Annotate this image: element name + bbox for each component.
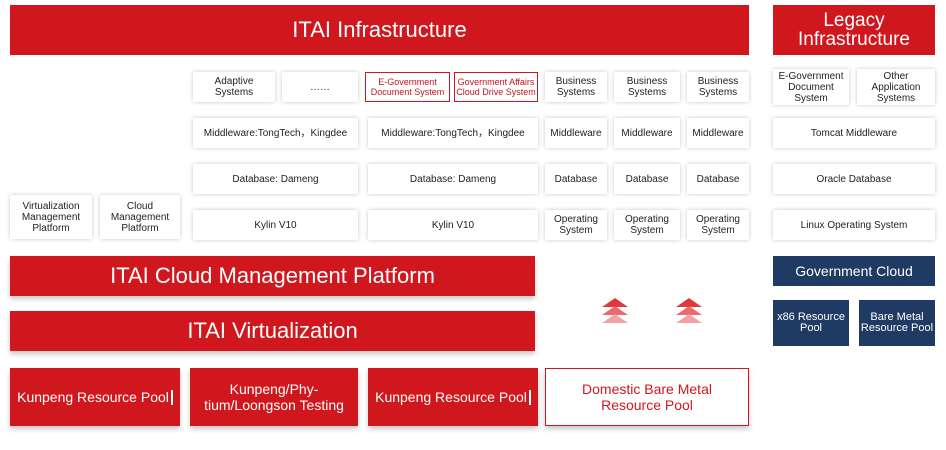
database-b: Database: Dameng	[368, 164, 538, 194]
legacy-app-other-application-systems: Other Application Systems	[857, 69, 935, 105]
database-c1: Database	[545, 164, 607, 194]
database-c3: Database	[687, 164, 749, 194]
migration-arrow-icon	[674, 297, 704, 327]
itai-infrastructure-title: ITAI Infrastructure	[10, 5, 749, 55]
app-government-affairs-cloud-drive-label: Government Affairs Cloud Drive System	[454, 72, 538, 102]
os-b: Kylin V10	[368, 210, 538, 240]
bare-metal-resource-pool: Bare Metal Resource Pool	[859, 300, 935, 346]
cloud-management-platform: Cloud Management Platform	[100, 195, 180, 239]
os-c2: Operating System	[614, 210, 680, 240]
legacy-database: Oracle Database	[773, 164, 935, 194]
kunpeng-resource-pool-1-label: Kunpeng Resource Pool	[17, 389, 169, 405]
app-business-systems-2: Business Systems	[614, 72, 680, 102]
app-e-government-document-system-label: E-Government Document System	[365, 72, 450, 102]
app-adaptive-systems: Adaptive Systems	[193, 72, 275, 102]
government-cloud: Government Cloud	[773, 256, 935, 286]
app-ellipsis: ……	[282, 72, 358, 102]
app-e-government-document-system: E-Government Document System	[365, 72, 450, 102]
domestic-bare-metal-resource-pool: Domestic Bare Metal Resource Pool	[545, 368, 749, 426]
middleware-a: Middleware:TongTech，Kingdee	[193, 118, 358, 148]
middleware-c1: Middleware	[545, 118, 607, 148]
database-a: Database: Dameng	[193, 164, 358, 194]
x86-resource-pool: x86 Resource Pool	[773, 300, 849, 346]
kunpeng-phytium-loongson-testing: Kunpeng/Phy-tium/Loongson Testing	[190, 368, 358, 426]
itai-virtualization: ITAI Virtualization	[10, 311, 535, 351]
database-c2: Database	[614, 164, 680, 194]
migration-arrow-icon	[600, 297, 630, 327]
legacy-middleware: Tomcat Middleware	[773, 118, 935, 148]
kunpeng-resource-pool-2-label: Kunpeng Resource Pool	[375, 389, 527, 405]
legacy-infrastructure-title: Legacy Infrastructure	[773, 5, 935, 55]
itai-cloud-management-platform: ITAI Cloud Management Platform	[10, 256, 535, 296]
app-government-affairs-cloud-drive: Government Affairs Cloud Drive System	[454, 72, 538, 102]
middleware-c2: Middleware	[614, 118, 680, 148]
os-c1: Operating System	[545, 210, 607, 240]
app-business-systems-1: Business Systems	[545, 72, 607, 102]
os-a: Kylin V10	[193, 210, 358, 240]
kunpeng-resource-pool-2: Kunpeng Resource Pool	[368, 368, 538, 426]
kunpeng-resource-pool-1: Kunpeng Resource Pool	[10, 368, 180, 426]
legacy-os: Linux Operating System	[773, 210, 935, 240]
middleware-b: Middleware:TongTech，Kingdee	[368, 118, 538, 148]
legacy-app-e-government-document-system: E-Government Document System	[773, 69, 849, 105]
virtualization-management-platform: Virtualization Management Platform	[10, 195, 92, 239]
os-c3: Operating System	[687, 210, 749, 240]
middleware-c3: Middleware	[687, 118, 749, 148]
app-business-systems-3: Business Systems	[687, 72, 749, 102]
